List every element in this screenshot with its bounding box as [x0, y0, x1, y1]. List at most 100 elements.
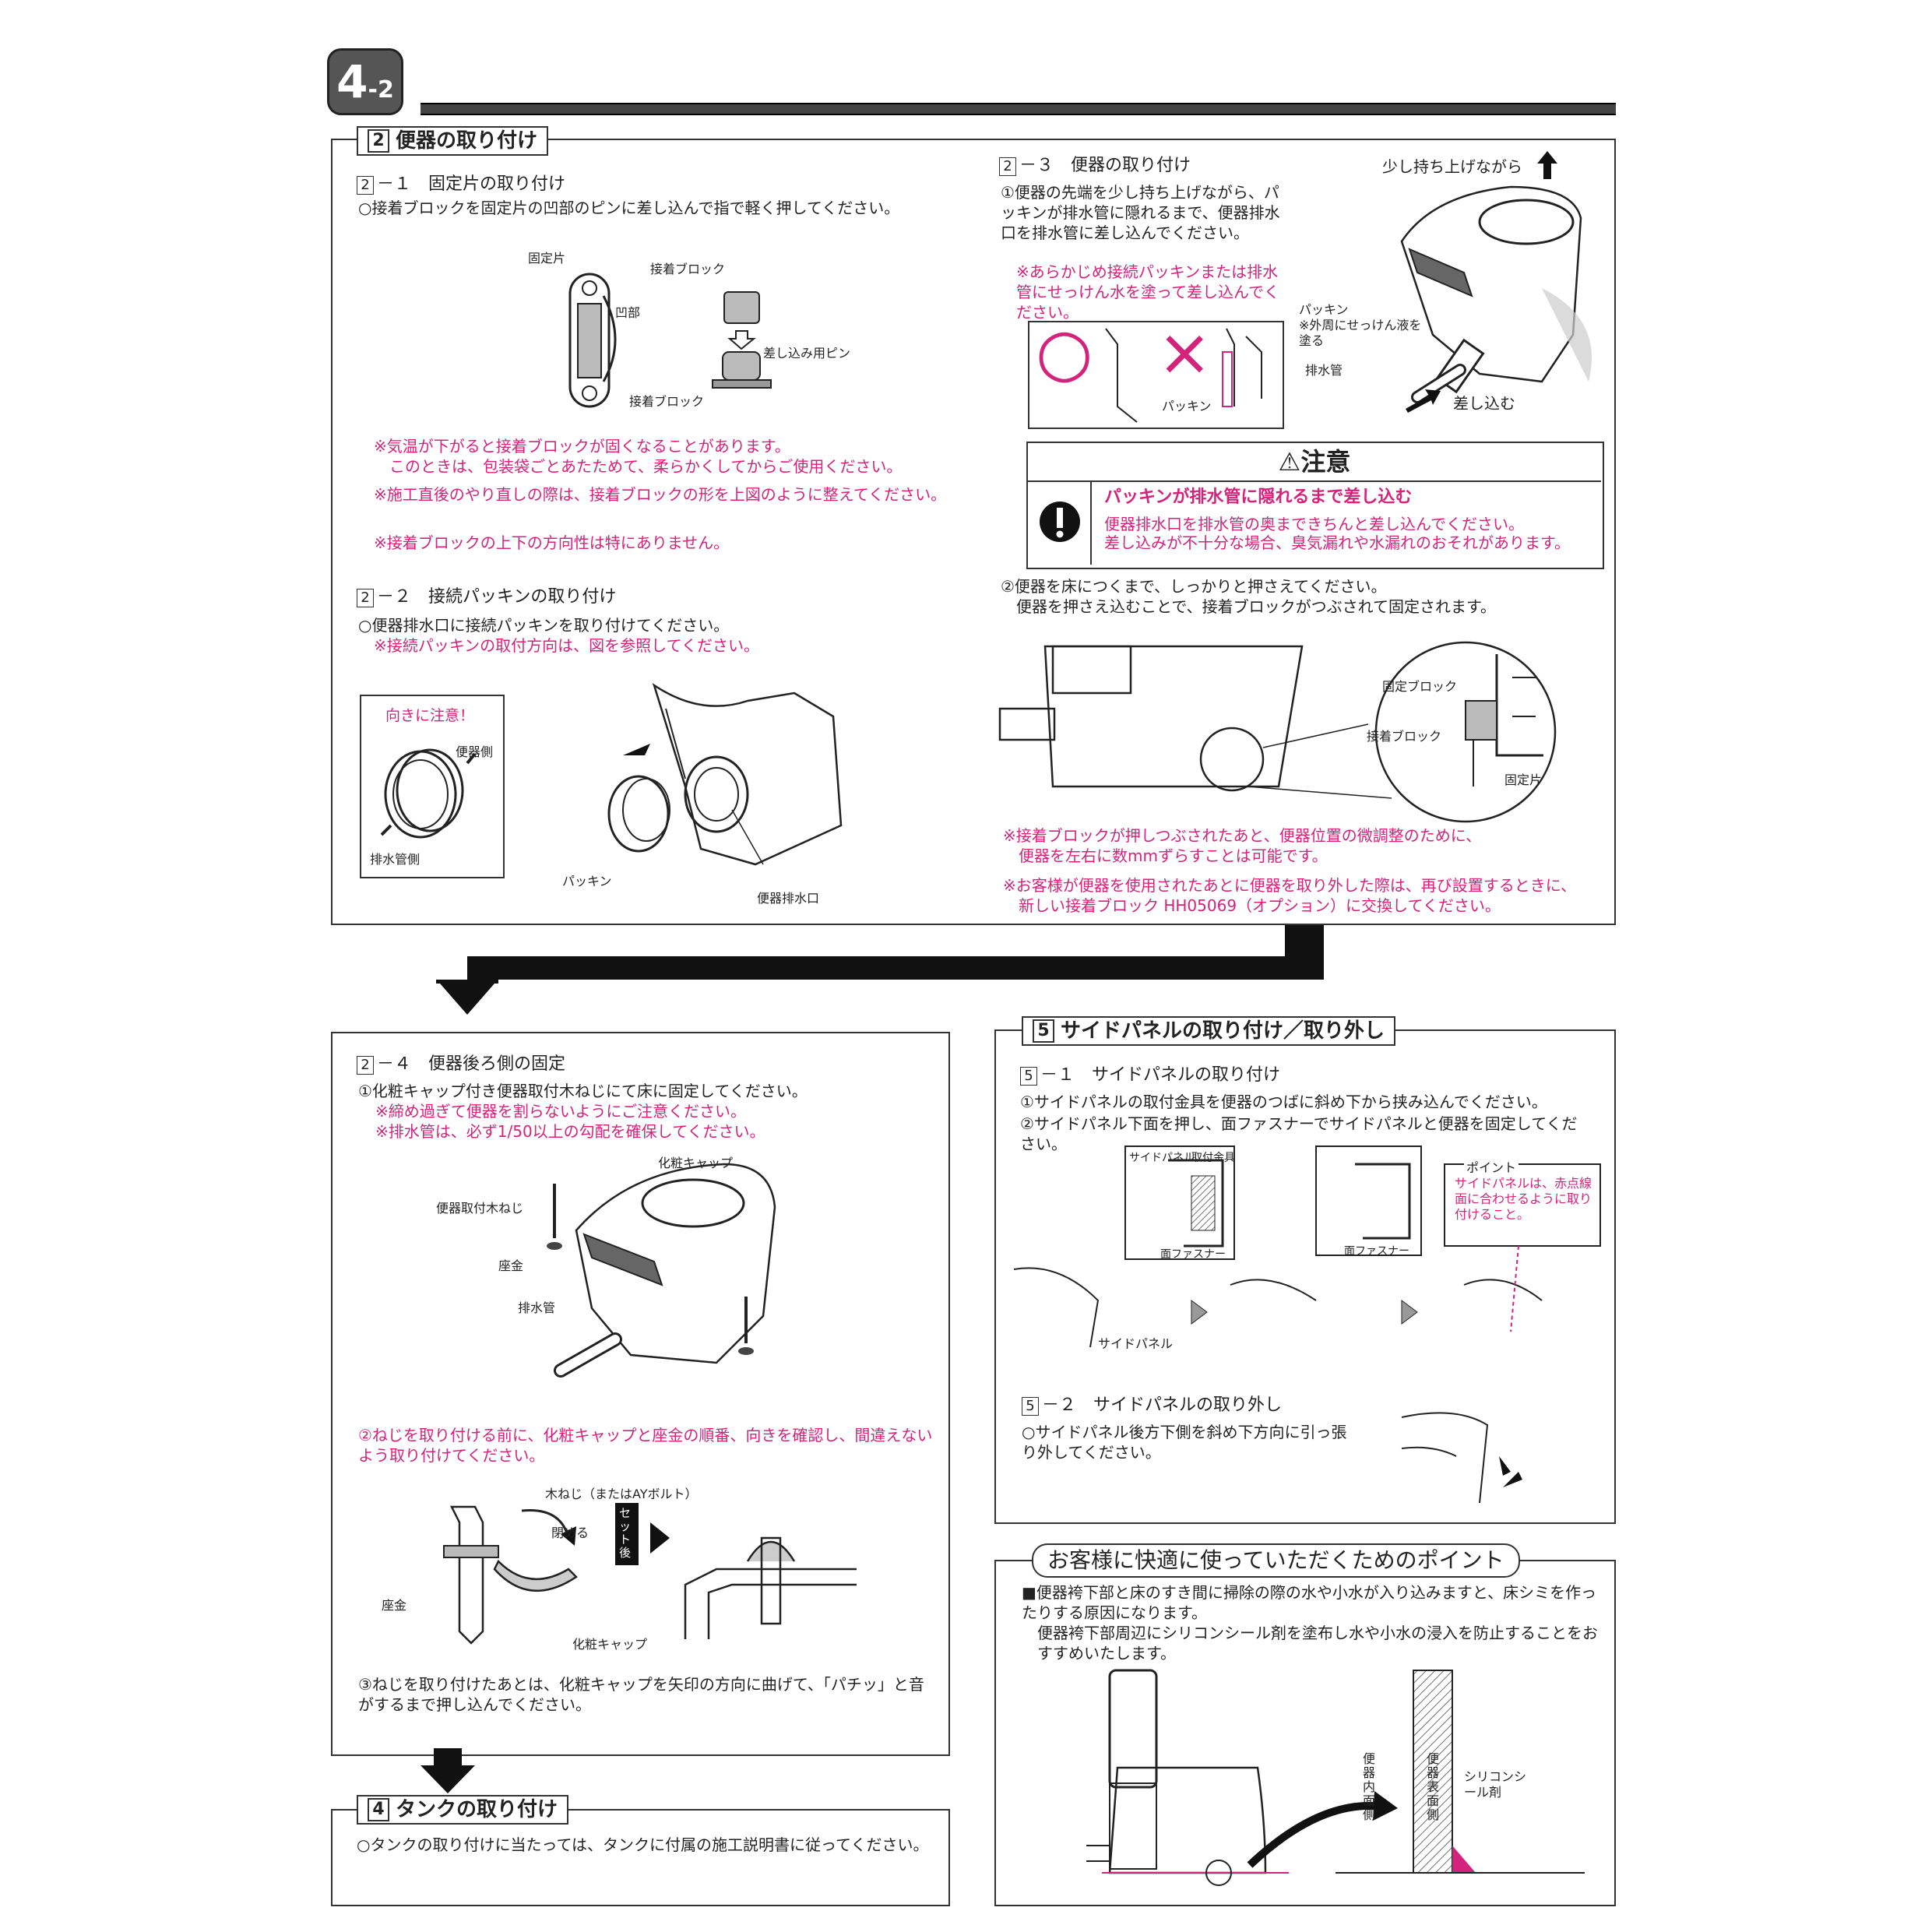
sub-2-4-number: 2 [357, 1056, 374, 1075]
sub-2-2-note: ※接続パッキンの取付方向は、図を参照してください。 [374, 636, 759, 655]
section-5-title-text: サイドパネルの取り付け／取り外し [1061, 1019, 1385, 1043]
note-2-4-a: ※締め過ぎて便器を割らないようにご注意ください。 [375, 1102, 746, 1121]
sub-5-2-title-text: －２ サイドパネルの取り外し [1042, 1395, 1283, 1415]
lift-arrow-icon [1537, 151, 1557, 179]
step-5-2: ○サイドパネル後方下側を斜め下方向に引っ張り外してください。 [1022, 1423, 1347, 1462]
label-washer-2-4: 座金 [498, 1258, 524, 1273]
press-down-diagram [998, 641, 1557, 823]
label-panel-2: サイドパネル [1098, 1336, 1174, 1351]
side-panel-remove-diagram [1401, 1412, 1522, 1504]
points-text-1: ■便器袴下部と床のすき間に掃除の際の水や小水が入り込みますと、床シミを作ったりす… [1022, 1583, 1597, 1622]
label-close: 閉める [551, 1526, 589, 1540]
section-5-number: 5 [1033, 1019, 1054, 1043]
label-after: セット後 [619, 1506, 632, 1560]
label-pipe-2-3: 排水管 [1305, 363, 1343, 378]
label-cap-2-4: 化粧キャップ [658, 1156, 734, 1170]
label-insert: 差し込む [1453, 394, 1515, 413]
page-badge-sub: -2 [368, 76, 394, 104]
sub-5-1-title-text: －１ サイドパネルの取り付け [1040, 1065, 1281, 1085]
label-silicone: シリコンシール剤 [1464, 1769, 1527, 1800]
packing-closeup [380, 748, 477, 839]
label-outer-side: 便器表面側 [1427, 1751, 1440, 1822]
note-2-1-a: ※気温が下がると接着ブロックが固くなることがあります。 [374, 437, 790, 456]
label-pin: 差し込み用ピン [763, 346, 851, 361]
page-badge: 4-2 [327, 48, 403, 115]
label-benki-side: 便器側 [456, 744, 494, 759]
point-title: ポイント [1464, 1157, 1519, 1176]
section-4-title: 4 タンクの取り付け [357, 1795, 569, 1825]
sub-5-1-number: 5 [1020, 1067, 1037, 1086]
points-text-2: 便器袴下部周辺にシリコンシール剤を塗布し水や小水の浸入を防止することをおすすめい… [1037, 1624, 1598, 1663]
label-setchaku-2-3: 接着ブロック [1367, 729, 1442, 744]
toilet-install-diagram [1400, 185, 1592, 413]
silicone-diagram [1086, 1669, 1585, 1886]
label-packing-2-2: パッキン [562, 874, 612, 889]
header-rule [421, 103, 1616, 115]
sub-2-3-title-text: －３ 便器の取り付け [1019, 156, 1191, 175]
caution-title: 注意 [1300, 447, 1351, 477]
ok-ng-pipes [1105, 328, 1262, 423]
label-fastener: 面ファスナー [1160, 1248, 1226, 1261]
label-packing-2-3: パッキン [1299, 302, 1349, 317]
warning-icon: ⚠ [1278, 447, 1301, 477]
points-title-text: お客様に快適に使っていただくためのポイント [1047, 1547, 1504, 1573]
note-2-3-a: ※接着ブロックが押しつぶされたあと、便器位置の微調整のために、 [1003, 826, 1482, 845]
note-2-3-1: ※あらかじめ接続パッキンまたは排水管にせっけん水を塗って差し込んでください。 [1016, 262, 1279, 322]
step-2-4-3: ③ねじを取り付けたあとは、化粧キャップを矢印の方向に曲げて、「パチッ」と音がする… [358, 1675, 924, 1714]
sub-2-1-title: 2－１ 固定片の取り付け [357, 170, 565, 195]
note-2-1-c: ※施工直後のやり直しの際は、接着ブロックの形を上図のように整えてください。 [374, 485, 947, 504]
note-2-3-b: 便器を左右に数mmずらすことは可能です。 [1003, 846, 1328, 865]
label-soap: ※外周にせっけん液を塗る [1299, 318, 1422, 348]
caution-icon-cell [1028, 482, 1092, 565]
down-arrow-2 [421, 1748, 475, 1793]
rear-fix-diagram [547, 1163, 776, 1378]
note-2-1-d: ※接着ブロックの上下の方向性は特にありません。 [374, 533, 730, 552]
caution-header: ⚠注意 [1028, 443, 1601, 482]
label-lift: 少し持ち上げながら [1382, 157, 1522, 176]
label-haisui-side: 排水管側 [370, 852, 421, 867]
fixing-piece-diagram [568, 273, 772, 408]
caution-body-1: 便器排水口を排水管の奥まできちんと差し込んでください。 [1104, 515, 1524, 533]
step-2-3-1: ①便器の先端を少し持ち上げながら、パッキンが排水管に隠れるまで、便器排水口を排水… [1001, 183, 1280, 242]
page-badge-main: 4 [336, 55, 368, 108]
label-kotei-2-3: 固定片 [1504, 772, 1543, 787]
caution-body-2: 差し込みが不十分な場合、臭気漏れや水漏れのおそれがあります。 [1104, 533, 1570, 552]
sub-5-2-number: 5 [1022, 1397, 1039, 1416]
caution-headline: パッキンが排水管に隠れるまで差し込む [1104, 487, 1413, 507]
note-2-3-d: 新しい接着ブロック HH05069（オプション）に交換してください。 [1003, 896, 1501, 915]
points-title: お客様に快適に使っていただくためのポイント [1032, 1543, 1520, 1578]
sub-2-3-title: 2－３ 便器の取り付け [999, 151, 1191, 176]
ok-mark: ○ [1036, 314, 1093, 390]
label-fastener-2: 面ファスナー [1344, 1245, 1409, 1258]
flow-arrow [436, 925, 1324, 1015]
note-2-3-c: ※お客様が便器を使用されたあとに便器を取り外した際は、再び設置するときに、 [1003, 876, 1577, 895]
exclamation-icon [1040, 501, 1080, 542]
sub-2-2-number: 2 [357, 589, 374, 607]
label-kotei: 固定片 [528, 251, 566, 266]
section-4-title-text: タンクの取り付け [396, 1798, 558, 1821]
caution-box [1026, 442, 1604, 569]
sub-2-3-number: 2 [999, 157, 1016, 176]
label-panel: サイドパネル [1129, 1152, 1195, 1164]
sub-2-1-text: ○接着ブロックを固定片の凹部のピンに差し込んで指で軽く押してください。 [358, 199, 900, 217]
label-oubu: 凹部 [615, 305, 641, 320]
label-screw-2-4: 便器取付木ねじ [436, 1201, 524, 1216]
label-pipe-2-4: 排水管 [518, 1300, 556, 1315]
label-screw-detail: 木ねじ（またはAYボルト） [545, 1487, 698, 1501]
callout-title: 向きに注意！ [385, 707, 475, 724]
sub-2-4-title: 2－４ 便器後ろ側の固定 [357, 1050, 565, 1075]
note-2-1-b: このときは、包装袋ごとあたためて、柔らかくしてからご使用ください。 [374, 457, 903, 476]
sub-2-1-number: 2 [357, 176, 374, 195]
cap-detail-diagram [443, 1503, 857, 1645]
section-2-4-box [331, 1032, 950, 1756]
sub-2-1-title-text: －１ 固定片の取り付け [377, 174, 566, 194]
label-bracket: 取付金具 [1191, 1152, 1235, 1164]
section-5-box [994, 1029, 1616, 1524]
step-2-4-2: ②ねじを取り付ける前に、化粧キャップと座金の順番、向きを確認し、間違えないよう取… [358, 1426, 933, 1465]
orientation-callout [360, 695, 505, 878]
side-panel-install-diagram [1013, 1145, 1601, 1348]
section-4-number: 4 [368, 1798, 389, 1821]
sub-2-2-title: 2－２ 接続パッキンの取り付け [357, 582, 616, 607]
sub-5-1-title: 5－１ サイドパネルの取り付け [1020, 1061, 1280, 1086]
